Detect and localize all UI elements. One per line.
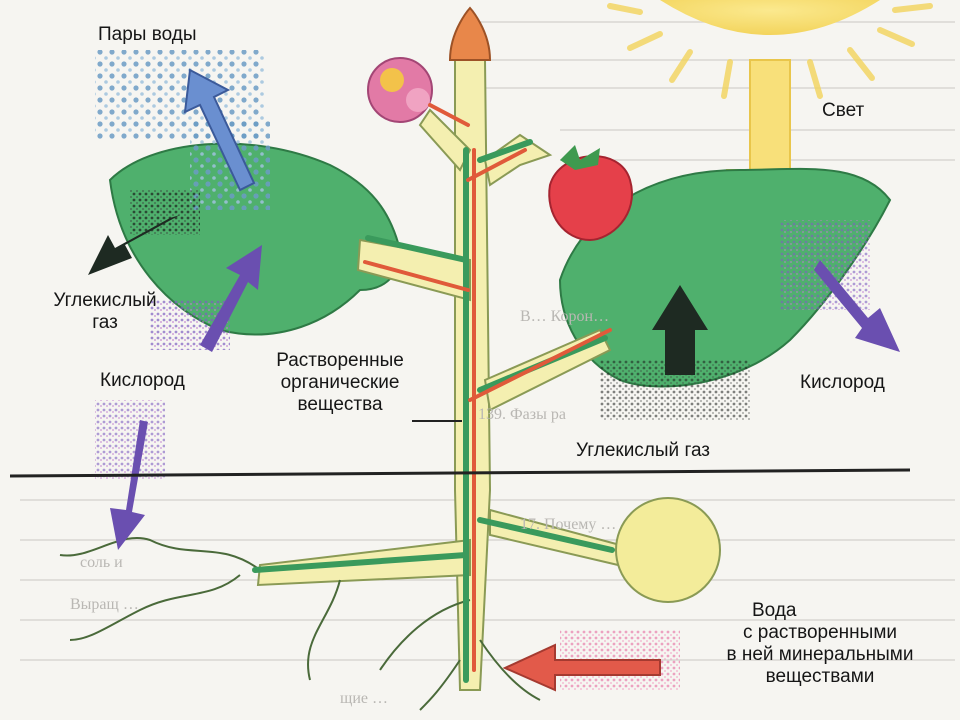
- water-vapor-arrow: [183, 68, 256, 192]
- roots: [59, 537, 541, 711]
- label-co2-left-line1: Углекислый: [53, 290, 157, 311]
- background-line-b: 17. Почему …: [520, 516, 617, 533]
- label-dissolved-organic: Растворенные органические вещества: [250, 350, 430, 416]
- label-co2-right: Углекислый газ: [576, 440, 711, 461]
- label-water-minerals: Вода с растворенными в ней минеральными …: [700, 600, 940, 688]
- strawberry: [548, 145, 633, 242]
- background-line-e: щие …: [340, 690, 388, 707]
- background-line-a: В… Корон…: [520, 308, 610, 325]
- oxygen-root-arrow: [110, 420, 148, 550]
- label-dissolved-line3: вещества: [297, 394, 383, 415]
- oxygen-root-dots: [95, 400, 165, 480]
- background-line-c: соль и: [80, 554, 123, 571]
- tuber: [615, 497, 721, 603]
- label-dissolved-line1: Растворенные: [276, 350, 404, 371]
- co2-left-dots: [130, 190, 200, 235]
- label-water-vapor: Пары воды: [98, 24, 197, 45]
- label-water-line3: в ней минеральными: [726, 644, 914, 665]
- water-soil-arrow: [502, 643, 661, 692]
- label-oxygen-right: Кислород: [800, 372, 885, 393]
- label-oxygen-left: Кислород: [100, 370, 185, 391]
- oxygen-left-arrow: [200, 245, 262, 352]
- label-water-line2: с растворенными: [742, 622, 897, 643]
- label-co2-left: Углекислый газ: [30, 290, 180, 334]
- bud: [448, 6, 492, 61]
- soil-surface-line: [9, 468, 911, 478]
- label-dissolved-line2: органические: [280, 372, 400, 393]
- background-line-d: Выращ …: [70, 596, 139, 613]
- oxygen-right-dots: [780, 220, 870, 310]
- label-water-line4: веществами: [765, 666, 875, 687]
- background-caption: 139. Фазы ра: [478, 406, 566, 423]
- label-water-line1: Вода: [752, 600, 797, 621]
- co2-right-arrow: [652, 285, 708, 375]
- oxygen-right-arrow: [814, 260, 900, 352]
- label-light: Свет: [822, 100, 865, 121]
- sun: [607, 0, 933, 99]
- label-co2-left-line2: газ: [92, 312, 118, 333]
- red-arrows: [363, 103, 612, 672]
- flower: [367, 57, 433, 123]
- co2-left-arrow: [88, 215, 180, 275]
